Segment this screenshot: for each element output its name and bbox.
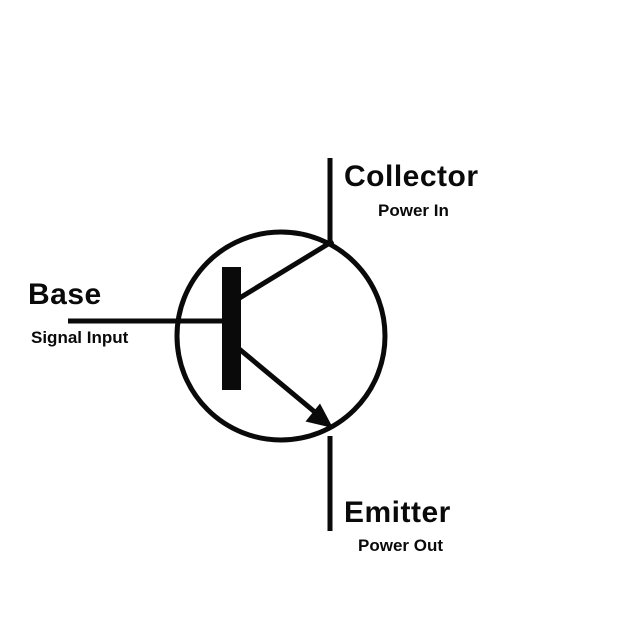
transistor-body-circle [174,229,388,443]
emitter-arrowhead-icon [305,403,333,428]
emitter-annotation: Power Out [358,536,444,555]
emitter-diagonal-line [236,346,318,415]
collector-diagonal-line [236,238,335,302]
base-annotation: Signal Input [31,328,129,347]
base-label: Base [28,278,102,311]
base-bar [222,267,241,390]
emitter-label: Emitter [344,496,451,529]
collector-annotation: Power In [378,201,449,220]
collector-label: Collector [344,160,479,193]
